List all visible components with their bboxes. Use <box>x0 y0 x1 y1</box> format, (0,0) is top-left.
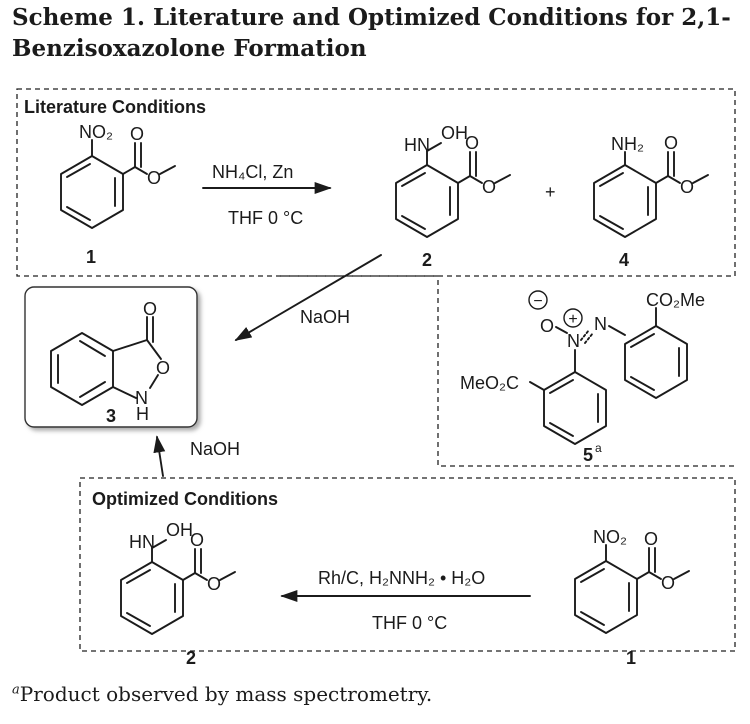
carbonyl-oxygen-label: O <box>644 529 658 549</box>
optimized-conditions-heading: Optimized Conditions <box>92 489 278 509</box>
minus-charge: − <box>533 293 542 310</box>
co2me-group-label: CO₂Me <box>646 290 705 310</box>
cyclization-arrow <box>234 254 382 341</box>
compound-2-number: 2 <box>422 250 432 270</box>
optimized-solvent: THF 0 °C <box>372 613 447 633</box>
footnote-marker: a <box>12 682 20 698</box>
optimized-cyclization-arrow <box>153 435 166 477</box>
nh-hydrogen-label: H <box>136 404 149 424</box>
ring-oxygen-label: O <box>156 358 170 378</box>
product-3-box <box>24 286 198 428</box>
plus-sign: + <box>545 182 556 202</box>
literature-solvent: THF 0 °C <box>228 208 303 228</box>
compound-4-number: 4 <box>619 250 629 270</box>
hydroxyl-group-label: OH <box>166 520 193 540</box>
compound-3-structure: O O N H <box>50 299 170 424</box>
naoh-label-optimized: NaOH <box>190 439 240 459</box>
compound-3-number: 3 <box>106 406 116 426</box>
azoxy-oxygen-label: O <box>540 316 554 336</box>
carbonyl-oxygen-label: O <box>664 133 678 153</box>
optimized-reagents: Rh/C, H₂NNH₂ • H₂O <box>318 568 485 588</box>
carbonyl-oxygen-label: O <box>143 299 157 319</box>
nh-group-label: HN <box>129 532 155 552</box>
compound-1-optimized-number: 1 <box>626 648 636 668</box>
ester-oxygen-label: O <box>207 574 221 594</box>
compound-1-structure: NO₂ O O <box>60 122 176 229</box>
reaction-scheme: Literature Conditions Optimized Conditio… <box>16 88 736 668</box>
compound-5-footnote-marker: a <box>595 441 602 455</box>
meo2c-group-label: MeO₂C <box>460 373 519 393</box>
side-products-box-edge <box>280 275 735 467</box>
compound-2-structure: HN OH O O <box>395 123 511 238</box>
carbonyl-oxygen-label: O <box>465 133 479 153</box>
footnote-text: Product observed by mass spectrometry. <box>19 682 433 706</box>
azoxy-n1-label: N <box>567 331 580 351</box>
ester-oxygen-label: O <box>680 177 694 197</box>
literature-conditions-box <box>16 88 736 277</box>
plus-charge: + <box>568 311 577 328</box>
literature-conditions-heading: Literature Conditions <box>24 97 206 117</box>
compound-2-optimized-structure: HN OH O O <box>120 520 236 635</box>
carbonyl-oxygen-label: O <box>130 124 144 144</box>
scheme-title: Scheme 1. Literature and Optimized Condi… <box>12 4 731 62</box>
ester-oxygen-label: O <box>147 168 161 188</box>
azoxy-n2-label: N <box>594 314 607 334</box>
amino-group-label: NH₂ <box>611 134 644 154</box>
compound-4-structure: NH₂ O O <box>593 133 709 238</box>
compound-5-number: 5 <box>583 445 593 465</box>
ester-oxygen-label: O <box>661 573 675 593</box>
compound-1-number: 1 <box>86 247 96 267</box>
optimized-conditions-box <box>79 477 736 652</box>
ring-nitrogen-label: N <box>135 388 148 408</box>
nitro-group-label: NO₂ <box>79 122 113 142</box>
nh-group-label: HN <box>404 135 430 155</box>
nitro-group-label: NO₂ <box>593 527 627 547</box>
compound-2-optimized-number: 2 <box>186 648 196 668</box>
compound-5-structure: − + O N N MeO₂C CO₂Me <box>460 290 705 445</box>
literature-reagents: NH₄Cl, Zn <box>212 162 293 182</box>
hydroxyl-group-label: OH <box>441 123 468 143</box>
footnote: aProduct observed by mass spectrometry. <box>12 682 432 706</box>
ester-oxygen-label: O <box>482 177 496 197</box>
carbonyl-oxygen-label: O <box>190 530 204 550</box>
naoh-label-literature: NaOH <box>300 307 350 327</box>
compound-1-optimized-structure: NO₂ O O <box>574 527 690 634</box>
